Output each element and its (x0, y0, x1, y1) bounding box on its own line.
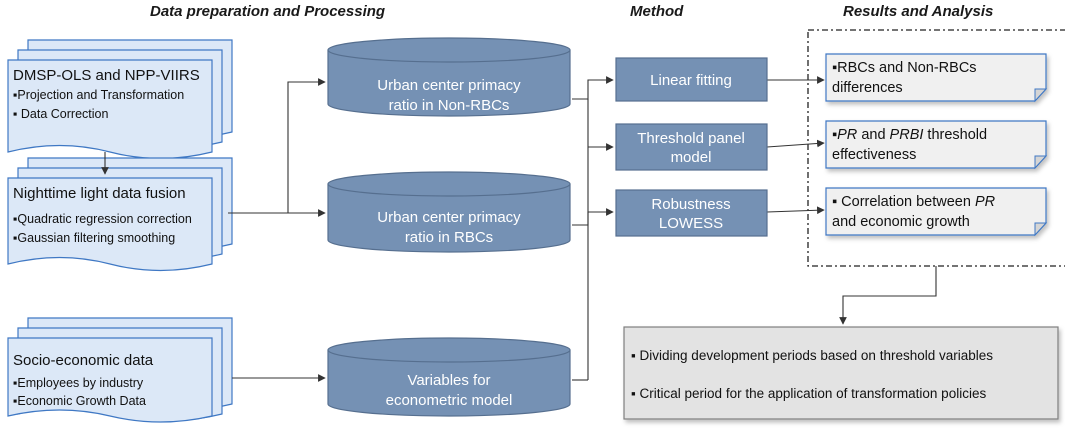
doc-fusion-item-2: ▪Gaussian filtering smoothing (13, 231, 175, 245)
result-r2-line-2: effectiveness (832, 147, 916, 163)
arrow-robustness-to-result (766, 206, 825, 215)
arrow-rbc-to-robustness (572, 208, 614, 226)
header-results: Results and Analysis (843, 3, 993, 20)
cylinder-variables: Variables for econometric model (327, 337, 571, 417)
results-group-frame (807, 29, 1065, 267)
method-linear-fitting: Linear fitting (615, 57, 768, 102)
header-method: Method (630, 3, 684, 20)
summary-item-1: ▪ Dividing development periods based on … (631, 348, 993, 363)
arrow-results-to-summary (839, 266, 937, 325)
result-r2-run-1-5: threshold (923, 127, 987, 143)
result-r3-run-2-1: and economic growth (832, 214, 970, 230)
cylinder-variables-line-1: Variables for (407, 372, 490, 389)
result-r2-run-1-3: and (857, 127, 889, 143)
arrow-nonrbc-to-linear (572, 76, 614, 100)
cylinder-rbc-line-2: ratio in RBCs (405, 229, 493, 246)
doc-socio-item-2: ▪Economic Growth Data (13, 394, 146, 408)
result-r2-line-1: ▪PR and PRBI threshold (832, 127, 987, 143)
method-robustness-line-1: Robustness (651, 196, 730, 213)
doc-dmsp-title: DMSP-OLS and NPP-VIIRS (13, 67, 200, 84)
method-linear-label: Linear fitting (650, 72, 732, 89)
doc-fusion-title: Nighttime light data fusion (13, 185, 186, 202)
header-data-preparation: Data preparation and Processing (150, 3, 385, 20)
result-r2-run-1-4: PRBI (890, 127, 924, 143)
method-robustness: Robustness LOWESS (615, 189, 768, 237)
result-r2-run-1-1: ▪ (832, 127, 837, 143)
summary-item-2: ▪ Critical period for the application of… (631, 386, 986, 401)
doc-fusion-item-1: ▪Quadratic regression correction (13, 212, 192, 226)
arrow-threshold-to-result (766, 139, 825, 148)
result-note-1: ▪RBCs and Non-RBCs differences (825, 53, 1048, 103)
doc-fusion: Nighttime light data fusion ▪Quadratic r… (7, 157, 233, 272)
result-r1-line-2: differences (832, 80, 903, 96)
doc-socio-title: Socio-economic data (13, 352, 154, 369)
result-r3-run-1-1: ▪ Correlation between (832, 194, 975, 210)
method-threshold-line-2: model (671, 149, 712, 166)
cylinder-non-rbc-line-2: ratio in Non-RBCs (389, 97, 510, 114)
doc-socio-item-1: ▪Employees by industry (13, 376, 144, 390)
result-r3-line-2: and economic growth (832, 214, 970, 230)
cylinder-non-rbc-line-1: Urban center primacy (377, 77, 521, 94)
summary-box: ▪ Dividing development periods based on … (623, 326, 1059, 420)
cylinder-non-rbc: Urban center primacy ratio in Non-RBCs (327, 37, 571, 117)
result-r2-run-1-2: PR (837, 127, 858, 143)
cylinder-variables-line-2: econometric model (386, 392, 513, 409)
doc-dmsp-item-2: ▪ Data Correction (13, 107, 108, 121)
doc-dmsp: DMSP-OLS and NPP-VIIRS ▪Projection and T… (7, 39, 233, 160)
connectors (101, 76, 937, 382)
method-robustness-line-2: LOWESS (659, 215, 723, 232)
result-r1-line-1: ▪RBCs and Non-RBCs (832, 60, 977, 76)
cylinder-rbc-line-1: Urban center primacy (377, 209, 521, 226)
doc-dmsp-item-1: ▪Projection and Transformation (13, 88, 184, 102)
result-r3-run-1-2: PR (975, 194, 996, 210)
cylinder-rbc: Urban center primacy ratio in RBCs (327, 171, 571, 253)
result-note-3: ▪ Correlation between PR and economic gro… (825, 187, 1048, 237)
doc-socio: Socio-economic data ▪Employees by indust… (7, 317, 233, 423)
result-r2-run-2-1: effectiveness (832, 147, 916, 163)
method-threshold-line-1: Threshold panel (637, 130, 745, 147)
result-r1-run-2-1: differences (832, 80, 903, 96)
result-r1-run-1-1: ▪RBCs and Non-RBCs (832, 60, 977, 76)
result-note-2: ▪PR and PRBI threshold effectiveness (825, 120, 1048, 170)
result-r3-line-1: ▪ Correlation between PR (832, 194, 996, 210)
arrow-fusion-to-nonrbc (228, 78, 326, 214)
method-threshold-panel: Threshold panel model (615, 123, 768, 171)
